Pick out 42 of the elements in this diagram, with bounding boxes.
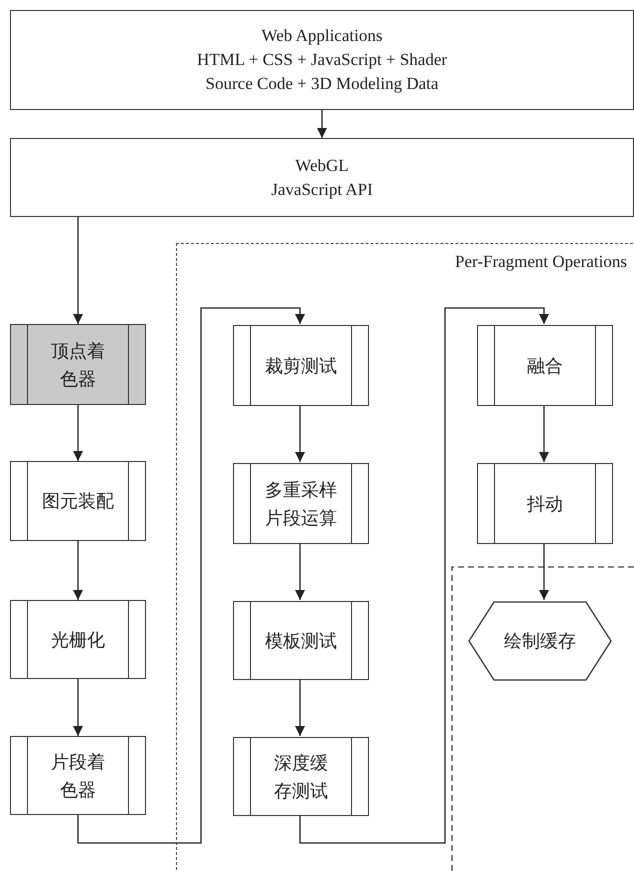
box-label: 顶点着色器 [50, 340, 106, 390]
dashed-region [176, 243, 633, 870]
hexagon [468, 601, 612, 681]
layer-box [10, 138, 634, 217]
arrow [73, 405, 83, 461]
shaded-process-box [10, 324, 146, 405]
process-box [10, 736, 146, 815]
process-box [10, 461, 146, 541]
process-box [233, 325, 369, 406]
arrow [295, 543, 305, 600]
process-box [233, 601, 369, 680]
arrow [539, 543, 549, 600]
box-label: 裁剪测试 [265, 354, 337, 378]
box-heading: WebGL [295, 154, 349, 176]
process-box [233, 737, 369, 816]
arrow [295, 679, 305, 736]
arrow [73, 217, 83, 324]
process-box [477, 463, 613, 544]
box-label: 深度缓存测试 [272, 752, 329, 802]
region-heading: Per-Fragment Operations [455, 252, 627, 272]
box-label: 片段着色器 [50, 750, 106, 802]
box-label: JavaScript API [271, 178, 373, 201]
box-heading: Web Applications [262, 25, 382, 47]
arrow [73, 679, 83, 736]
arrow [299, 307, 549, 844]
box-label: 图元装配 [42, 490, 114, 513]
arrow [539, 405, 549, 462]
box-label: 抖动 [527, 492, 563, 516]
arrow [317, 110, 327, 138]
box-label: 光栅化 [51, 628, 105, 652]
box-label: 模板测试 [265, 630, 337, 652]
box-label: HTML + CSS + JavaScript + Shader Source Code + 3D Modeling Data [196, 49, 448, 95]
arrow [295, 405, 305, 462]
box-label: 绘制缓存 [504, 630, 576, 653]
box-label: 多重采样片段运算 [264, 478, 338, 530]
layer-box [10, 10, 634, 110]
process-box [477, 325, 613, 406]
process-box [233, 463, 369, 544]
arrow [77, 307, 305, 844]
box-label: 融合 [527, 354, 563, 378]
process-box [10, 600, 146, 679]
arrow [73, 541, 83, 600]
